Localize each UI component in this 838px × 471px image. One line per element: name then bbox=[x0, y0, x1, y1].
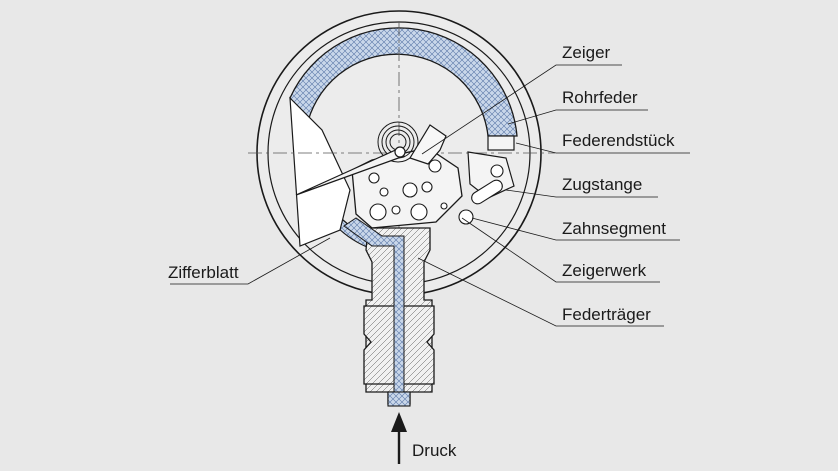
label-zeigerwerk: Zeigerwerk bbox=[562, 261, 647, 280]
leader-federtraeger bbox=[417, 257, 664, 327]
link-rod-slot bbox=[471, 179, 503, 205]
leader-zahnsegment bbox=[471, 217, 680, 241]
socket-nozzle bbox=[387, 391, 411, 407]
leader-zugstange bbox=[505, 189, 658, 198]
link-rod-pivot bbox=[490, 164, 504, 178]
dial-sector bbox=[289, 96, 351, 247]
label-zahnsegment: Zahnsegment bbox=[562, 219, 666, 238]
movement-screws bbox=[368, 159, 448, 221]
leader-zeigerwerk bbox=[461, 217, 660, 283]
label-rohrfeder: Rohrfeder bbox=[562, 88, 638, 107]
sector-gear bbox=[409, 124, 447, 165]
pointer-hub bbox=[394, 146, 406, 158]
label-federendstueck: Federendstück bbox=[562, 131, 675, 150]
label-zifferblatt: Zifferblatt bbox=[168, 263, 239, 282]
bourdon-tube bbox=[289, 27, 518, 137]
leader-rohrfeder bbox=[507, 109, 648, 125]
tube-end-piece bbox=[487, 135, 515, 151]
label-federtraeger: Federträger bbox=[562, 305, 651, 324]
label-druck: Druck bbox=[412, 441, 457, 460]
label-zugstange: Zugstange bbox=[562, 175, 643, 194]
leader-zifferblatt bbox=[170, 237, 331, 285]
leader-federendstueck bbox=[515, 142, 690, 154]
label-zeiger: Zeiger bbox=[562, 43, 611, 62]
link-rod-lower-pivot bbox=[458, 209, 474, 225]
pressure-arrow-head bbox=[391, 412, 407, 432]
leader-zeiger bbox=[421, 64, 622, 155]
